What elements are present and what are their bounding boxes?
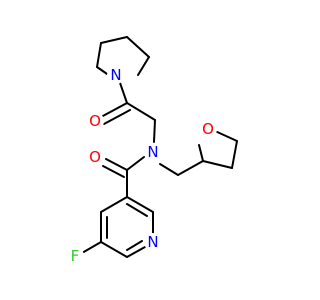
- atom-label: O: [89, 112, 101, 130]
- atom-label: N: [147, 143, 158, 161]
- bond: [159, 163, 179, 176]
- atom-f: F: [66, 247, 84, 265]
- bond: [126, 156, 145, 171]
- bond: [100, 196, 128, 213]
- bond: [198, 144, 204, 162]
- atom-label: O: [202, 120, 214, 138]
- atom-o-ketone: O: [86, 112, 104, 130]
- bond: [126, 203, 148, 217]
- atom-labels: N O N O O N F: [66, 66, 217, 265]
- atom-o-thf: O: [199, 120, 217, 138]
- atom-n-pyrrolidine: N: [107, 66, 125, 84]
- bond: [153, 119, 156, 143]
- bond: [177, 160, 204, 176]
- bond: [103, 109, 131, 125]
- atom-label: N: [147, 233, 158, 251]
- bond: [126, 246, 146, 258]
- bond: [214, 130, 238, 142]
- bond: [102, 165, 125, 178]
- bonds: [81, 36, 238, 258]
- atom-o-amide: O: [86, 148, 104, 166]
- bond: [100, 102, 128, 118]
- atom-label: F: [71, 247, 80, 265]
- bond: [137, 56, 150, 76]
- bond: [202, 160, 233, 169]
- bond: [96, 42, 102, 68]
- bond: [118, 79, 128, 104]
- bond: [105, 158, 128, 171]
- atom-label: O: [89, 148, 101, 166]
- atom-n-pyridine: N: [144, 233, 162, 251]
- bond: [231, 140, 238, 169]
- bond: [126, 102, 156, 121]
- atom-n-amide: N: [144, 143, 162, 161]
- molecule-structure: N O N O O N F: [66, 36, 238, 265]
- bond: [81, 241, 102, 254]
- bond: [126, 196, 154, 213]
- bond: [126, 240, 143, 251]
- bond: [100, 241, 128, 258]
- bond: [126, 36, 150, 58]
- bond: [100, 36, 128, 44]
- atom-label: N: [110, 66, 121, 84]
